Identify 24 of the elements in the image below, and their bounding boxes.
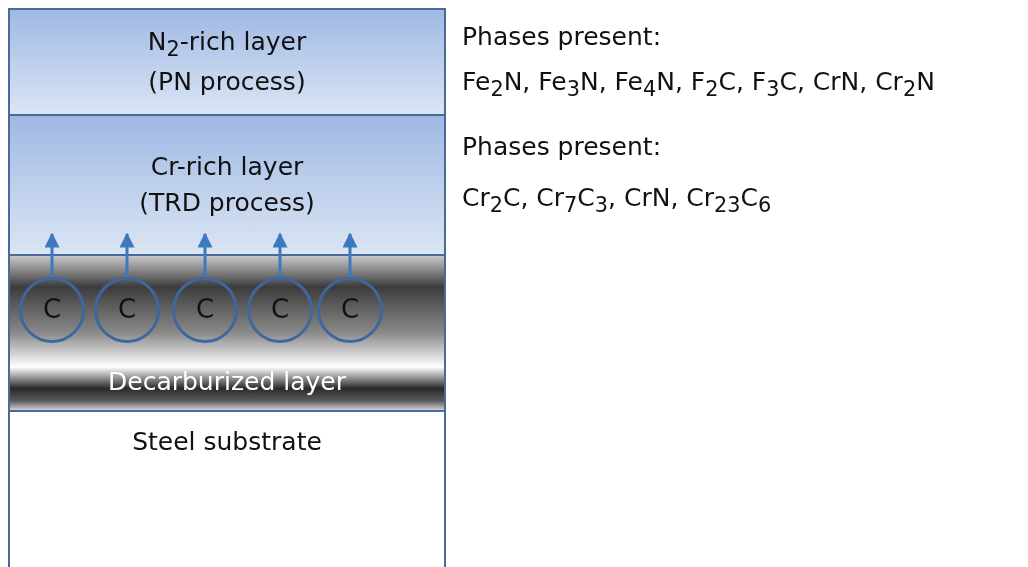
diffusion-arrow [197,232,213,277]
layer-label: (PN process) [148,65,306,98]
substrate-layer [8,410,446,567]
diffusion-arrow [119,232,135,277]
diffusion-arrow [272,232,288,277]
phase-list: Fe$_{2}$N, Fe$_{3}$N, Fe$_{4}$N, F$_{2}$C, F$_{3}$C, CrN, Cr$_{2}$N [462,67,935,101]
carbon-atom-circle: C [94,277,160,343]
carbon-atom-circle: C [19,277,85,343]
nitride-layer [8,8,446,116]
layer-label: (TRD process) [139,187,315,219]
carbon-atom-circle: C [172,277,238,343]
layer-label: Steel substrate [132,426,322,458]
layer-label: Decarburized layer [108,365,346,398]
layer-label: Cr-rich layer [150,150,304,183]
diffusion-arrow [342,232,358,277]
phases-heading: Phases present: [462,132,662,161]
carbon-atom-circle: C [317,277,383,343]
phases-heading: Phases present: [462,22,662,51]
chromium-layer [8,114,446,256]
decarburized-layer [8,254,446,412]
layer-label: N$_{2}$-rich layer [147,25,307,63]
phase-list: Cr$_{2}$C, Cr$_{7}$C$_{3}$, CrN, Cr$_{23}$C$_{6}$ [462,183,772,217]
diffusion-arrow [44,232,60,277]
carbon-atom-circle: C [247,277,313,343]
